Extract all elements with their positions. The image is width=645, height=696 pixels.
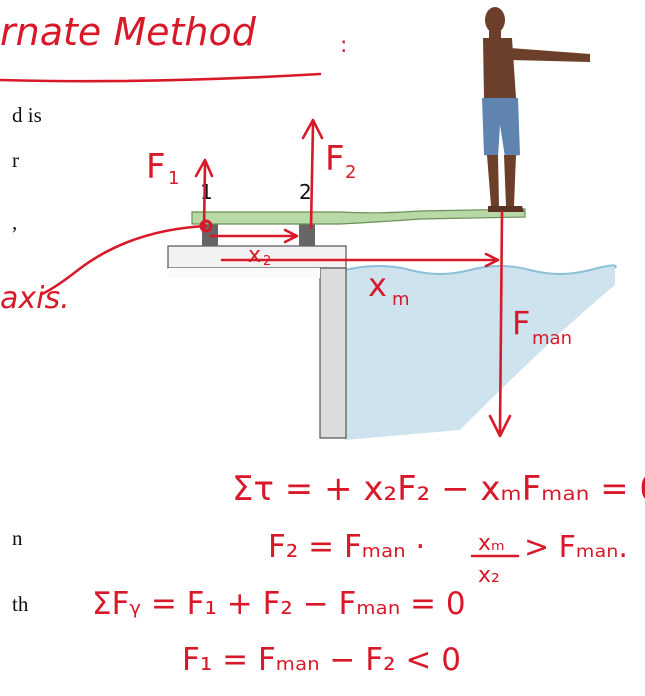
text-fragment-5: th <box>12 592 29 616</box>
text-fragment-2: r <box>12 148 19 172</box>
text-fragment-1: d is <box>12 103 42 127</box>
diving-board <box>191 208 526 225</box>
pool-water <box>345 265 616 440</box>
label-f1: F <box>146 147 166 187</box>
label-x2: x <box>248 243 261 268</box>
force-f1-arrow-shaft <box>202 162 207 232</box>
equation-torque: Στ = + x₂F₂ − xₘFₘₐₙ = 0 <box>232 469 645 509</box>
force-f2-arrowhead <box>301 118 324 140</box>
equation-f1: F₁ = Fₘₐₙ − F₂ < 0 <box>182 642 461 678</box>
equation-f2-frac-den: x₂ <box>478 563 500 588</box>
label-f2: F <box>325 139 345 179</box>
support-2 <box>299 224 315 246</box>
equation-f2-frac-num: xₘ <box>478 531 505 556</box>
axis-pointer-line <box>40 224 208 296</box>
text-fragment-3: , <box>12 210 18 234</box>
label-fman: F <box>512 304 530 342</box>
label-f2-sub: 2 <box>345 162 356 183</box>
distance-xm-arrowhead <box>484 252 500 268</box>
water-surface <box>344 264 617 275</box>
platform-wall <box>319 267 347 439</box>
force-f1-arrowhead <box>194 158 214 178</box>
force-f2-arrow-shaft <box>309 122 315 230</box>
label-axis: axis. <box>0 281 70 316</box>
force-fman-arrowhead <box>488 414 512 438</box>
force-fman-arrow-shaft <box>498 210 504 434</box>
support-label-1: 1 <box>200 180 213 204</box>
distance-x2-arrowhead <box>283 228 299 244</box>
heading-underline <box>0 72 322 83</box>
platform-shade <box>168 268 320 278</box>
heading-title: rnate Method <box>0 10 257 54</box>
label-xm: x <box>368 266 387 304</box>
text-fragment-4: n <box>12 526 23 550</box>
label-fman-sub: man <box>532 328 572 349</box>
equation-f2-lhs: F₂ = Fₘₐₙ · <box>268 529 425 565</box>
label-xm-sub: m <box>392 289 410 310</box>
equation-sum-fy: ΣFᵧ = F₁ + F₂ − Fₘₐₙ = 0 <box>92 586 466 622</box>
diver-figure <box>482 7 590 212</box>
label-x2-sub: 2 <box>263 254 271 269</box>
label-f1-sub: 1 <box>168 168 179 189</box>
heading-colon: : <box>340 33 347 58</box>
support-label-2: 2 <box>299 180 312 204</box>
equation-f2-rhs: > Fₘₐₙ. <box>524 530 628 565</box>
